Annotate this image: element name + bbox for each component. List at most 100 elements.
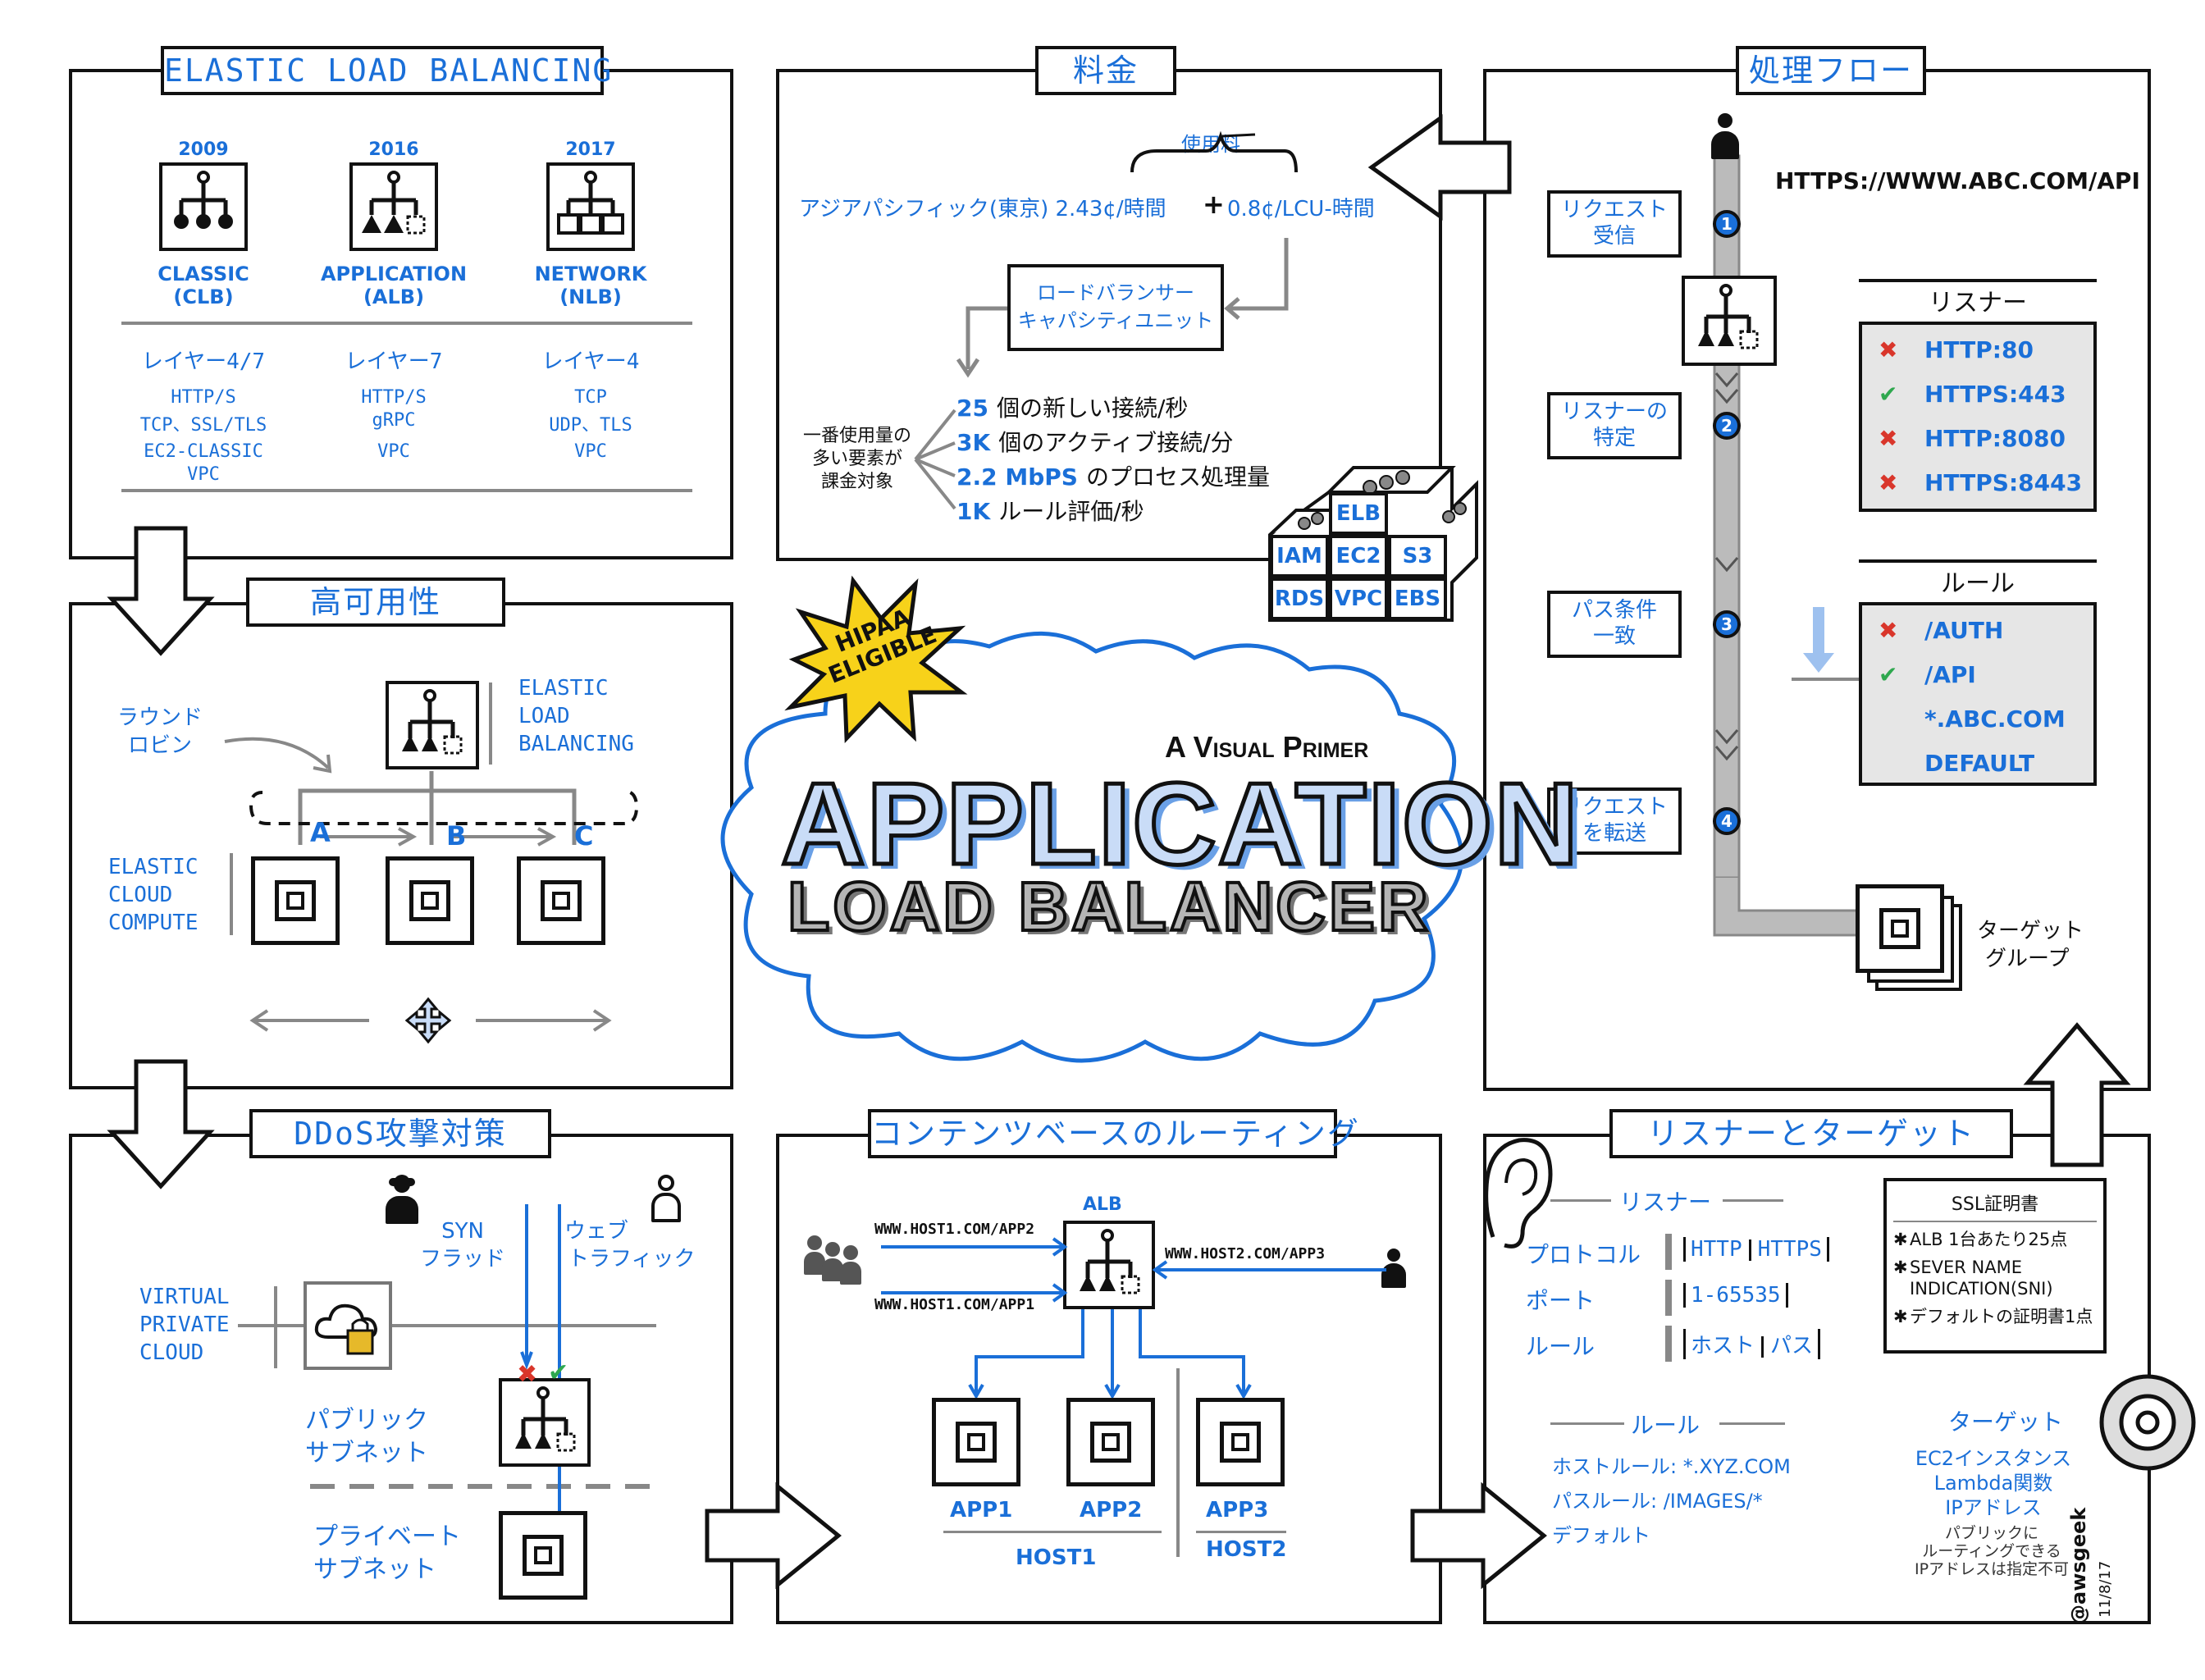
flow-step-number: 4 [1713, 807, 1741, 835]
elb-protocol: TCP、SSL/TLS [139, 415, 267, 436]
lcu-dimension-text: 個のアクティブ接続/分 [998, 429, 1234, 456]
round-robin-arrow [224, 737, 332, 774]
value-sep [1748, 1239, 1751, 1261]
elb-type-name: CLASSIC [158, 262, 249, 285]
target-group-chip-icon [1856, 884, 1944, 973]
move-icon [404, 997, 452, 1044]
billing-fan [914, 409, 956, 510]
ddos-traffic-lines [520, 1204, 561, 1542]
ddos-alb-icon [499, 1378, 591, 1467]
service-block: EBS [1388, 578, 1447, 620]
host1-bracket [943, 1531, 1162, 1533]
pricing-plus: + [1203, 189, 1225, 220]
rule-entry: *.ABC.COM [1924, 705, 2066, 733]
elb-type-name: NETWORK [534, 262, 647, 285]
flow-step-line1: リクエスト [1560, 198, 1668, 222]
cross-icon: ✖ [1879, 425, 1898, 452]
listener-prop-key: プロトコル [1526, 1241, 1641, 1268]
arrow-flow-to-pricing [1367, 114, 1512, 221]
az-label-c: C [574, 820, 594, 851]
web-traffic-label: ウェブ トラフィック [564, 1217, 695, 1273]
ha-ec2-chip-b [386, 856, 474, 945]
lcu-box-line1: ロードバランサー [1037, 281, 1194, 304]
az-label-b: B [446, 820, 467, 851]
arrow-ddos-to-content [705, 1481, 842, 1590]
flow-step-number-text: 4 [1721, 811, 1732, 831]
flow-step-label: リスナーの特定 [1547, 392, 1682, 459]
listener-prop-item: 1-65535 [1691, 1283, 1781, 1308]
cross-icon: ✖ [1879, 336, 1898, 363]
region-price: アジアパシフィック(東京) 2.43¢/時間 [799, 197, 1166, 221]
elb-year: 2016 [368, 139, 419, 160]
ddos-alb-glyph [515, 1386, 576, 1452]
private-line2: サブネット [313, 1555, 436, 1584]
service-block: VPC [1329, 578, 1388, 620]
check-icon: ✔ [1879, 381, 1898, 408]
lcu-dimension-value: 1K [956, 498, 991, 525]
ha-elb-label: ELASTIC LOAD BALANCING [518, 674, 634, 758]
syn-blocked-icon: ✖ [517, 1360, 538, 1389]
service-block: S3 [1388, 535, 1447, 578]
lt-rule-head-text: ルール [1630, 1412, 1700, 1439]
az-label-a: A [310, 817, 331, 848]
ha-ec2-chip-c [517, 856, 605, 945]
elb-year: 2009 [178, 139, 229, 160]
target-group-line1: ターゲット [1977, 919, 2084, 943]
content-panel-title: コンテンツベースのルーティング [868, 1109, 1358, 1158]
ha-elb-line3: BALANCING [518, 732, 634, 756]
value-sep [1761, 1335, 1764, 1358]
listener-prop-item: HTTP [1691, 1237, 1742, 1262]
center-cloud [720, 632, 1464, 1063]
arrow-ha-to-ddos [107, 1059, 215, 1189]
ssl-box: SSL証明書 ✱ALB 1台あたり25点✱SEVER NAME INDICATI… [1883, 1178, 2107, 1354]
flow-step-number-text: 2 [1721, 416, 1732, 436]
ssl-item: ✱ALB 1台あたり25点 [1893, 1229, 2097, 1250]
service-label: S3 [1402, 544, 1433, 568]
lt-target-head-text: ターゲット [1947, 1408, 2063, 1436]
content-url-app1: WWW.HOST1.COM/APP1 [874, 1296, 1035, 1313]
flow-step-number-text: 3 [1721, 614, 1732, 634]
lt-rule-item: ホストルール: *.XYZ.COM [1552, 1455, 1791, 1478]
listener-prop-key: ポート [1526, 1287, 1596, 1314]
lt-rule-item: パスルール: /IMAGES/* [1552, 1490, 1763, 1513]
scale-arrows [249, 1009, 612, 1032]
flow-alb-glyph [1698, 284, 1759, 349]
lcu-box-line2: キャパシティユニット [1017, 309, 1214, 332]
listener-prop-item: HTTPS [1757, 1237, 1822, 1262]
lt-rule-head: ルール [1550, 1408, 1780, 1440]
public-subnet-label: パブリック サブネット [305, 1404, 428, 1470]
syn-flood-label: SYN フラッド [405, 1217, 520, 1273]
elb-year: 2017 [565, 139, 616, 160]
arrow-elb-to-ha [107, 526, 215, 656]
private-subnet-label: プライベート サブネット [313, 1521, 461, 1586]
ssl-title: SSL証明書 [1893, 1189, 2097, 1222]
round-robin-line1: ラウンド [116, 705, 203, 730]
ha-ec2-chip-a [251, 856, 340, 945]
round-robin-label: ラウンド ロビン [98, 704, 221, 760]
lt-listener-head-text: リスナー [1618, 1189, 1711, 1216]
host2-bracket [1196, 1531, 1286, 1533]
ha-elb-label-bar [489, 682, 492, 765]
vpc-label: VIRTUAL PRIVATE CLOUD [139, 1283, 230, 1367]
content-alb-label: ALB [1083, 1194, 1122, 1215]
public-line2: サブネット [305, 1439, 428, 1468]
target-group-label: ターゲット グループ [1977, 917, 2084, 973]
bullet-icon: ✱ [1893, 1258, 1908, 1277]
elb-type-abbr: (CLB) [173, 285, 234, 308]
listener-prop-value: ホストパス [1683, 1329, 1821, 1359]
app1-chip [932, 1398, 1020, 1486]
lcu-price: 0.8¢/LCU-時間 [1227, 197, 1375, 221]
service-label: VPC [1334, 587, 1383, 611]
service-label: EC2 [1335, 544, 1381, 568]
user-icon-content [1381, 1249, 1406, 1288]
listener-entry: HTTP:80 [1924, 336, 2034, 363]
lt-listener-rule-right [1723, 1199, 1783, 1202]
ha-elb-glyph [402, 689, 463, 755]
syn-line2: フラッド [419, 1247, 505, 1271]
flow-alb-icon [1682, 276, 1777, 366]
listener-entry: HTTPS:443 [1924, 381, 2066, 408]
rule-entry: /API [1924, 661, 1976, 688]
